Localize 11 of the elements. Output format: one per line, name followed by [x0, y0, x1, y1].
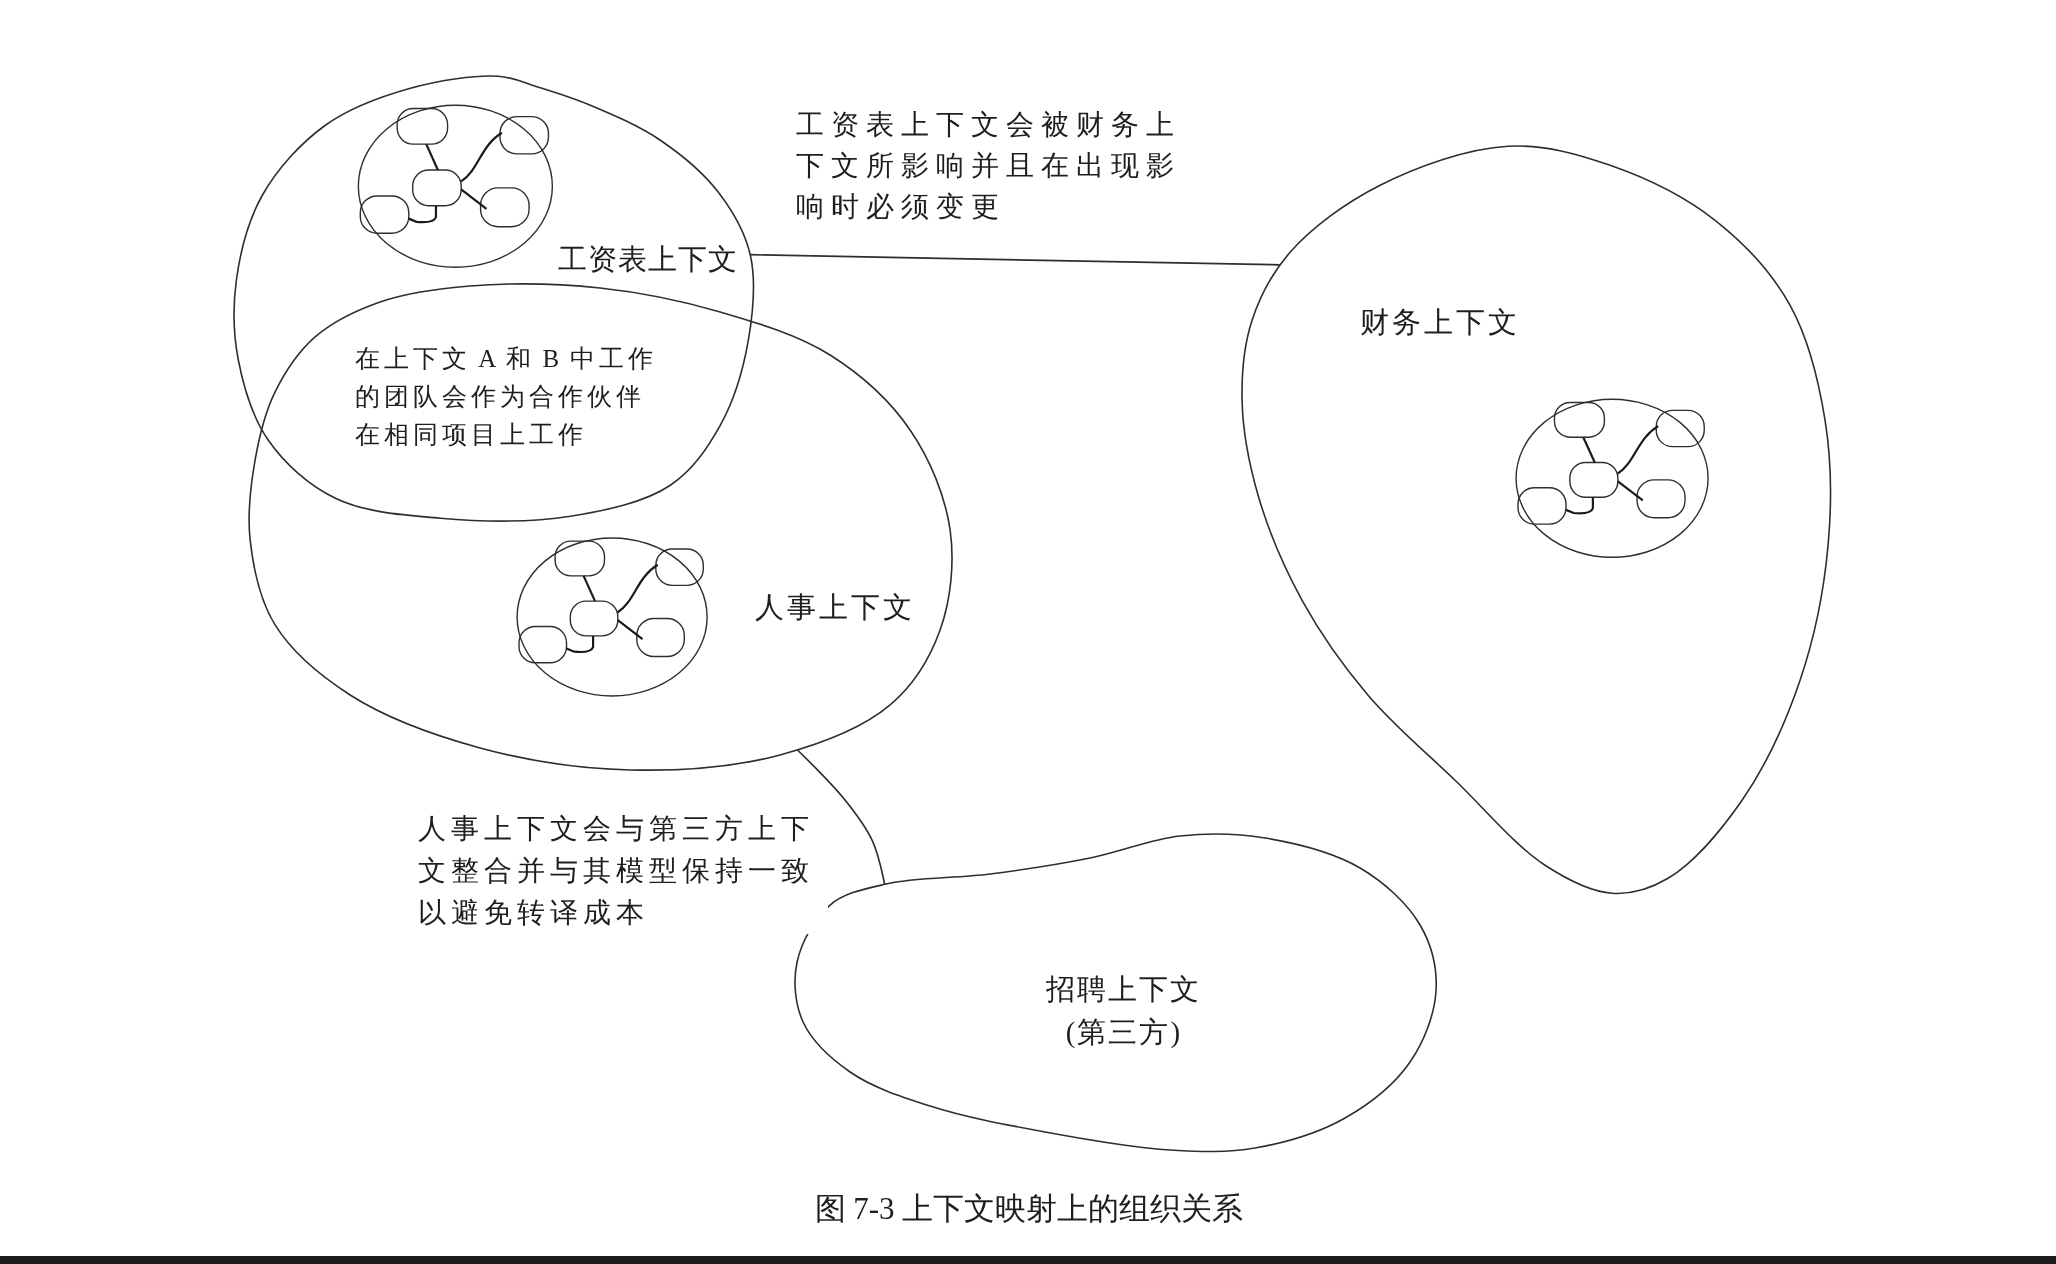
bounded-context-region — [245, 281, 955, 774]
bounded-context-region — [230, 72, 757, 524]
connector-line — [796, 749, 886, 886]
figure-caption: 图 7-3 上下文映射上的组织关系 — [814, 1190, 1244, 1228]
note-text: 在上下文 A 和 B 中工作的团队会作为合作伙伴在相同项目上工作 — [355, 344, 659, 450]
bounded-context-region — [1238, 142, 1834, 897]
context-name: 工资表上下文 — [558, 242, 738, 277]
context-name: 人事上下文 — [755, 590, 915, 625]
connector-line — [749, 253, 1281, 266]
context-name: 招聘上下文 (第三方) — [1045, 972, 1203, 1050]
context-name: 财务上下文 — [1360, 305, 1520, 340]
